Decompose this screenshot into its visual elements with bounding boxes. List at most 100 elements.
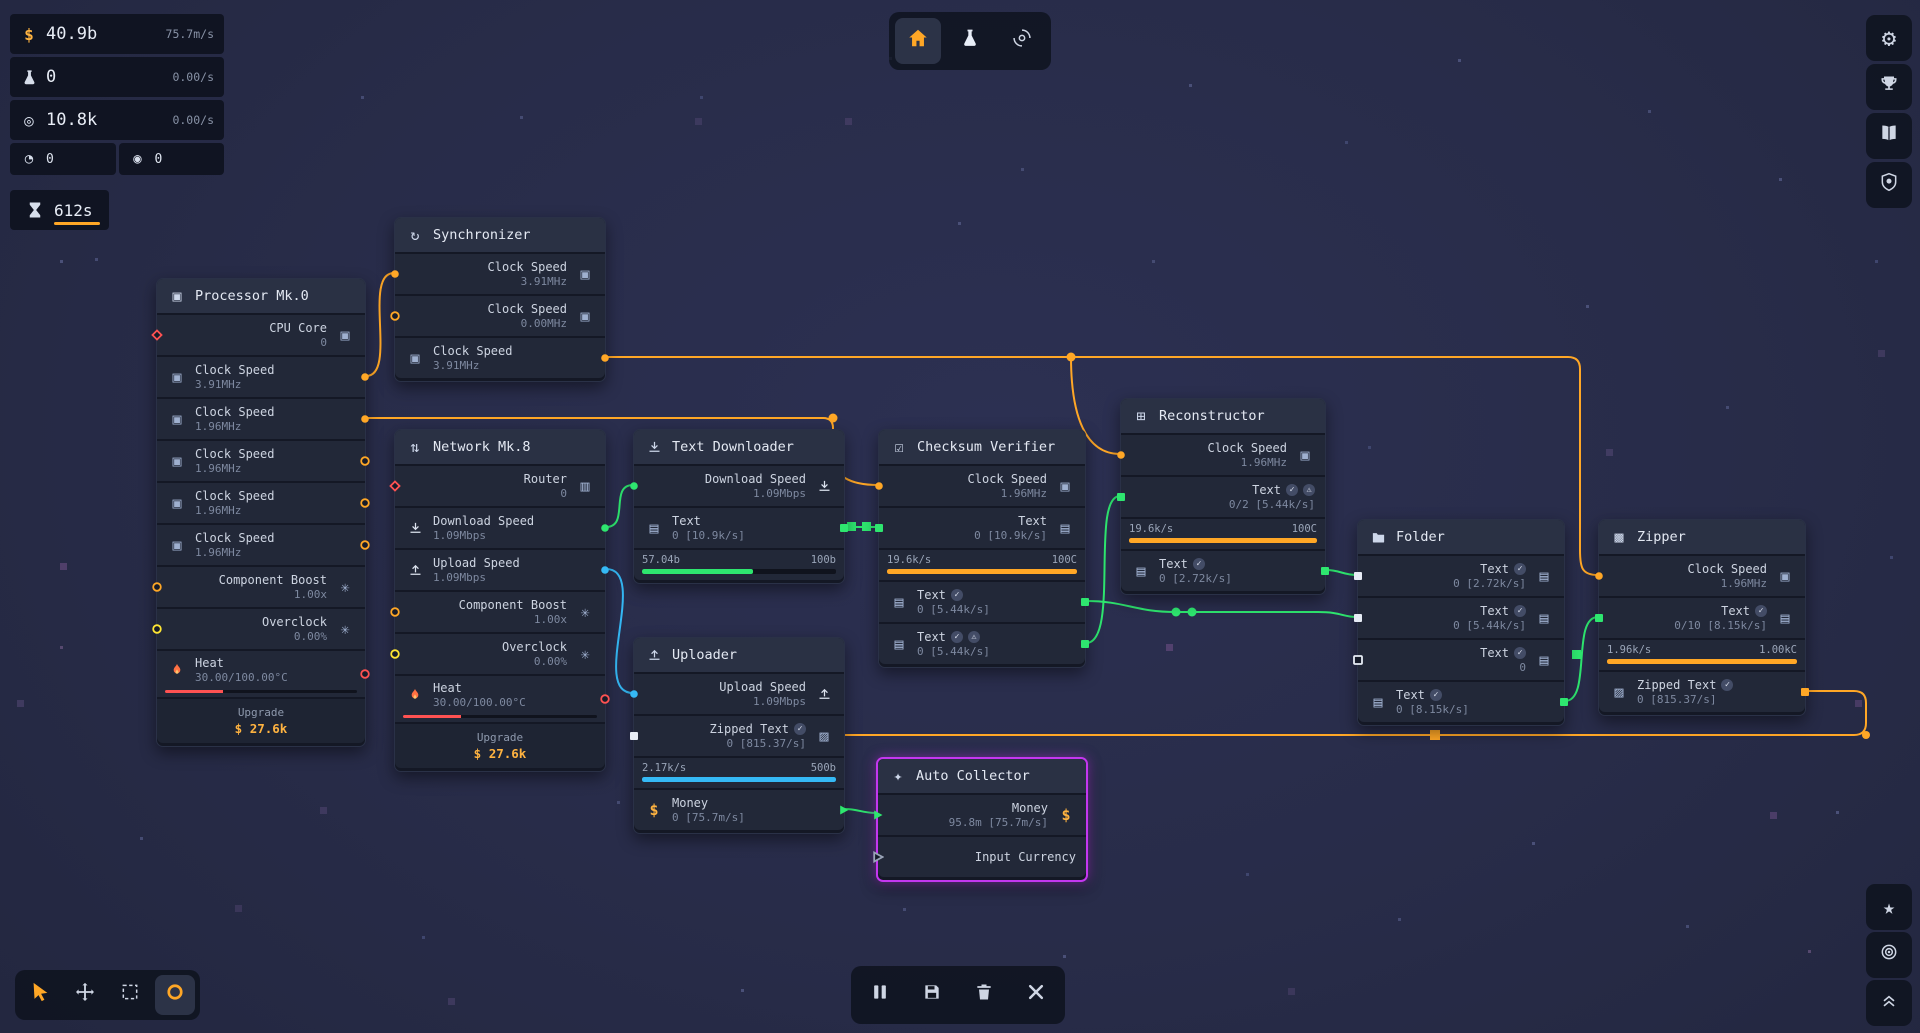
network-icon: ⇅: [410, 437, 420, 456]
port-in-text[interactable]: [1352, 570, 1364, 582]
port-out-heat[interactable]: [599, 693, 611, 705]
home-tab-button[interactable]: [895, 18, 941, 64]
wire-tool-button[interactable]: [155, 975, 195, 1015]
port-in-clock-speed[interactable]: [1115, 449, 1127, 461]
port-in-text[interactable]: [1352, 612, 1364, 624]
mark-check-icon: ✓: [794, 723, 806, 736]
port-in-clock-speed[interactable]: [1593, 570, 1605, 582]
upload-icon: [814, 687, 834, 702]
port-out-text[interactable]: [1079, 638, 1091, 650]
node-header-folder[interactable]: Folder: [1358, 520, 1564, 554]
mark-check-icon: ✓: [1514, 563, 1526, 576]
badges-button[interactable]: [1866, 162, 1912, 208]
port-out-clock-speed[interactable]: [359, 539, 371, 551]
galaxy-tab-button[interactable]: [999, 18, 1045, 64]
port-out-text[interactable]: [1079, 596, 1091, 608]
row-label: Text: [1396, 687, 1425, 702]
galaxy-icon: [1012, 28, 1032, 54]
port-in-component-boost[interactable]: [389, 606, 401, 618]
gauge-right: 500b: [810, 762, 836, 774]
node-header-uploader[interactable]: Uploader: [634, 638, 844, 672]
node-header-synchronizer[interactable]: ↻Synchronizer: [395, 218, 605, 252]
settings-button[interactable]: ⚙: [1866, 15, 1912, 61]
node-header-checksum-verifier[interactable]: ☑Checksum Verifier: [879, 430, 1085, 464]
port-in-component-boost[interactable]: [151, 581, 163, 593]
gauge-right: 1.00kC: [1759, 644, 1797, 656]
resource-pie: ◔ 0: [10, 143, 116, 175]
pan-tool-button[interactable]: [65, 975, 105, 1015]
timer-chip: 612s: [10, 190, 109, 230]
select-tool-button[interactable]: [110, 975, 150, 1015]
port-out-heat[interactable]: [359, 668, 371, 680]
row-value: 0 [2.72k/s]: [1159, 571, 1232, 585]
close-button[interactable]: [1013, 972, 1059, 1018]
node-title: Zipper: [1637, 529, 1686, 545]
row-label: Component Boost: [458, 597, 567, 612]
upgrade-button[interactable]: Upgrade$ 27.6k: [395, 724, 605, 768]
port-in-text[interactable]: [1352, 654, 1364, 666]
move-icon: [74, 981, 96, 1009]
gauge-left: 57.04b: [642, 554, 680, 566]
port-in-text[interactable]: [1593, 612, 1605, 624]
encyclopedia-button[interactable]: [1866, 113, 1912, 159]
upgrade-button[interactable]: Upgrade$ 27.6k: [157, 699, 365, 743]
port-out-clock-speed[interactable]: [359, 455, 371, 467]
delete-button[interactable]: [961, 972, 1007, 1018]
port-in-cpu-core[interactable]: [151, 329, 163, 341]
port-out-clock-speed[interactable]: [359, 371, 371, 383]
resource-science-rate: 0.00/s: [172, 70, 214, 84]
pointer-tool-button[interactable]: [20, 975, 60, 1015]
upload-icon: [644, 648, 664, 663]
collapse-button[interactable]: [1866, 980, 1912, 1026]
pause-button[interactable]: [857, 972, 903, 1018]
port-in-clock-speed[interactable]: [389, 268, 401, 280]
node-header-text-downloader[interactable]: Text Downloader: [634, 430, 844, 464]
port-out-upload-speed[interactable]: [599, 564, 611, 576]
port-out-clock-speed[interactable]: [599, 352, 611, 364]
port-in-overclock[interactable]: [151, 623, 163, 635]
port-out-text[interactable]: [1558, 696, 1570, 708]
port-out-zipped-text[interactable]: [1799, 686, 1811, 698]
row-text: ▤Text✓⚠0 [5.44k/s]: [879, 624, 1089, 664]
port-in-input-currency[interactable]: [872, 850, 885, 864]
node-header-reconstructor[interactable]: ⊞Reconstructor: [1121, 399, 1325, 433]
port-in-clock-speed[interactable]: [873, 480, 885, 492]
node-header-zipper[interactable]: ▩Zipper: [1599, 520, 1805, 554]
port-in-download-speed[interactable]: [628, 480, 640, 492]
port-out-money[interactable]: [838, 804, 850, 816]
row-text: ▤Text✓0 [2.72k/s]: [1121, 551, 1329, 591]
port-in-text[interactable]: [873, 522, 885, 534]
chevrons-up-icon: [1879, 990, 1899, 1016]
view-toolbar: [889, 12, 1051, 70]
port-out-text[interactable]: [1319, 565, 1331, 577]
port-in-router[interactable]: [389, 480, 401, 492]
port-out-text[interactable]: [838, 522, 850, 534]
save-button[interactable]: [909, 972, 955, 1018]
upgrade-label: Upgrade: [237, 706, 285, 719]
port-out-clock-speed[interactable]: [359, 497, 371, 509]
row-label: Heat: [433, 680, 462, 695]
achievements-button[interactable]: [1866, 64, 1912, 110]
port-in-text[interactable]: [1115, 491, 1127, 503]
port-in-overclock[interactable]: [389, 648, 401, 660]
favorites-button[interactable]: ★: [1866, 884, 1912, 930]
port-out-download-speed[interactable]: [599, 522, 611, 534]
port-in-upload-speed[interactable]: [628, 688, 640, 700]
port-in-money[interactable]: [872, 809, 884, 821]
port-in-zipped-text[interactable]: [628, 730, 640, 742]
center-view-button[interactable]: [1866, 932, 1912, 978]
lab-tab-button[interactable]: [947, 18, 993, 64]
node-header-auto-collector[interactable]: ✦Auto Collector: [878, 759, 1086, 793]
row-text: Text✓0▤: [1353, 640, 1564, 680]
port-in-clock-speed[interactable]: [389, 310, 401, 322]
node-title: Folder: [1396, 529, 1445, 545]
home-icon: [907, 27, 929, 55]
node-header-processor[interactable]: ▣Processor Mk.0: [157, 279, 365, 313]
row-value: 0 [5.44k/s]: [1453, 618, 1526, 632]
port-out-clock-speed[interactable]: [359, 413, 371, 425]
node-header-network[interactable]: ⇅Network Mk.8: [395, 430, 605, 464]
